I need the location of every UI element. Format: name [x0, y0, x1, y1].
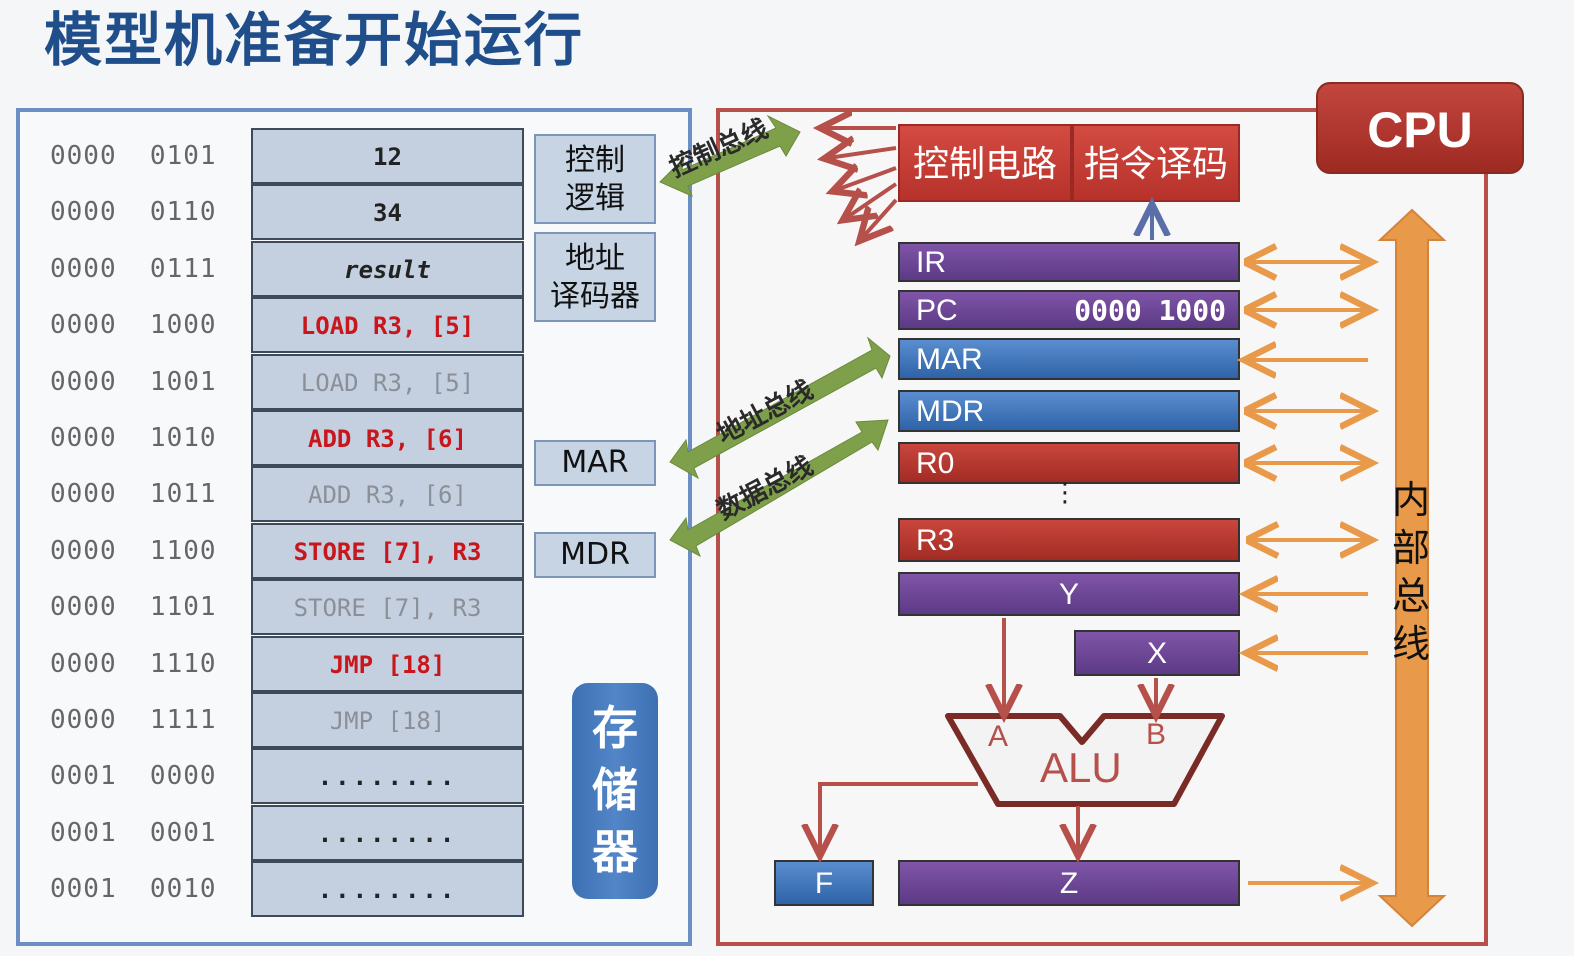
instruction-decode-box: 指令译码 [1072, 124, 1240, 202]
mdr-register: MDR [898, 390, 1240, 432]
y-register: Y [898, 572, 1240, 616]
internal-bus-char-3: 总 [1391, 574, 1430, 618]
memory-cell: ........ [251, 805, 524, 861]
memory-address: 0000 0111 [50, 254, 217, 284]
control-circuit-box: 控制电路 [898, 124, 1072, 202]
memory-address: 0000 1110 [50, 649, 217, 679]
memory-cell: 12 [251, 128, 524, 184]
bus-connection-arrows [1248, 262, 1368, 883]
memory-cell: JMP [18] [251, 636, 524, 692]
mdr-label: MDR [916, 395, 985, 428]
internal-bus-char-1: 内 [1391, 478, 1430, 522]
memory-mar-box: MAR [534, 440, 656, 486]
x-register: X [1074, 630, 1240, 676]
r3-label: R3 [916, 524, 955, 557]
page-title: 模型机准备开始运行 [44, 6, 585, 74]
alu-wires [820, 618, 1156, 852]
r3-register: R3 [898, 518, 1240, 562]
memory-cell: STORE [7], R3 [251, 523, 524, 579]
storage-char-3: 器 [592, 825, 638, 879]
storage-char-1: 存 [592, 701, 638, 755]
storage-char-2: 储 [592, 763, 638, 817]
memory-cell: ........ [251, 748, 524, 804]
pc-value: 0000 1000 [1074, 294, 1226, 327]
memory-cell: STORE [7], R3 [251, 579, 524, 635]
memory-cell: result [251, 241, 524, 297]
memory-address: 0000 1000 [50, 310, 217, 340]
mar-register: MAR [898, 338, 1240, 380]
memory-cell: ........ [251, 861, 524, 917]
memory-address: 0000 1111 [50, 705, 217, 735]
r0-register: R0 [898, 442, 1240, 484]
pc-label: PC [916, 294, 958, 327]
memory-address: 0000 1101 [50, 592, 217, 622]
address-decoder-label-2: 译码器 [550, 279, 640, 314]
f-register: F [774, 860, 874, 906]
alu-input-a-label: A [988, 720, 1009, 753]
control-logic-label-1: 控制 [565, 143, 625, 178]
address-decoder-label-1: 地址 [565, 241, 625, 276]
alu-label: ALU [1040, 744, 1122, 791]
control-signal-arrows [824, 128, 898, 238]
storage-label: 存 储 器 [572, 683, 658, 899]
control-logic-box: 控制 逻辑 [534, 134, 656, 224]
internal-bus-bar [1377, 208, 1447, 928]
cpu-badge: CPU [1316, 82, 1524, 174]
memory-address: 0000 1001 [50, 367, 217, 397]
memory-address: 0000 0101 [50, 141, 217, 171]
alu-input-b-label: B [1146, 718, 1167, 751]
memory-address: 0001 0001 [50, 818, 217, 848]
memory-cell: JMP [18] [251, 692, 524, 748]
ir-register: IR [898, 242, 1240, 282]
pc-register: PC 0000 1000 [898, 290, 1240, 330]
mar-label: MAR [916, 343, 983, 376]
system-bus-arrows [659, 114, 891, 558]
internal-bus-char-2: 部 [1391, 526, 1430, 570]
internal-bus-char-4: 线 [1391, 622, 1430, 666]
memory-cell: 34 [251, 184, 524, 240]
memory-cell: LOAD R3, [5] [251, 297, 524, 353]
memory-cell: LOAD R3, [5] [251, 354, 524, 410]
memory-address: 0000 1011 [50, 479, 217, 509]
memory-mdr-box: MDR [534, 532, 656, 578]
internal-bus-label: 内 部 总 线 [1386, 476, 1436, 668]
memory-address: 0001 0000 [50, 761, 217, 791]
memory-address: 0000 0110 [50, 197, 217, 227]
memory-address: 0000 1100 [50, 536, 217, 566]
r0-label: R0 [916, 447, 955, 480]
ir-label: IR [916, 246, 946, 279]
memory-address: 0000 1010 [50, 423, 217, 453]
control-logic-label-2: 逻辑 [565, 181, 625, 216]
memory-cell: ADD R3, [6] [251, 466, 524, 522]
memory-cell: ADD R3, [6] [251, 410, 524, 466]
address-decoder-box: 地址 译码器 [534, 232, 656, 322]
memory-address: 0001 0010 [50, 874, 217, 904]
